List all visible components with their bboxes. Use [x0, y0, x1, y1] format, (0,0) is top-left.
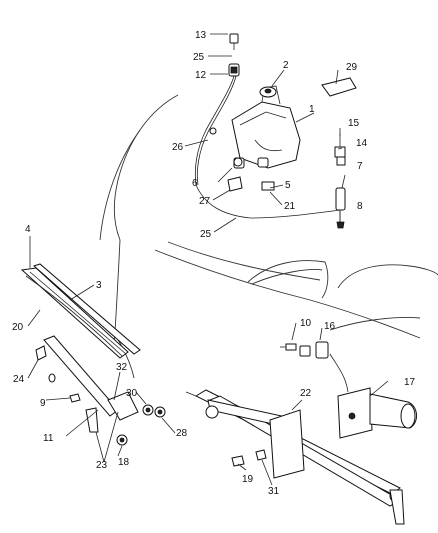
wiper-blade-insert	[33, 263, 141, 355]
washer-hose	[194, 75, 341, 219]
callout-27: 27	[199, 196, 211, 207]
callout-21: 21	[284, 201, 296, 212]
callout-30: 30	[126, 388, 138, 399]
callout-2: 2	[283, 60, 289, 71]
wiper-blade	[20, 267, 129, 359]
callout-31: 31	[268, 486, 280, 497]
vehicle-body-outline	[99, 94, 438, 379]
callout-22: 22	[300, 388, 312, 399]
callout-3: 3	[96, 280, 102, 291]
motor-wiring-connector	[299, 341, 349, 393]
wiper-linkage	[185, 389, 405, 525]
callout-labels: 13 25 12 2 29 1 15 26 14 7 6 5 27 21 8 2…	[12, 30, 416, 497]
callout-26: 26	[172, 142, 184, 153]
callout-8: 8	[357, 201, 363, 212]
callout-19: 19	[242, 474, 254, 485]
callout-9: 9	[40, 398, 46, 409]
wiper-arm	[35, 335, 139, 433]
callout-6: 6	[192, 178, 198, 189]
callout-15: 15	[348, 118, 360, 129]
wiper-motor	[337, 387, 417, 439]
reservoir-bracket	[227, 176, 275, 192]
callout-7: 7	[357, 161, 363, 172]
callout-14: 14	[356, 138, 368, 149]
callout-20: 20	[12, 322, 24, 333]
wiper-nuts	[48, 373, 166, 446]
reservoir-cap	[259, 86, 277, 98]
callout-13: 13	[195, 30, 207, 41]
callout-16: 16	[324, 321, 336, 332]
cowl-wiper-part	[321, 77, 357, 97]
callout-17: 17	[404, 377, 416, 388]
callout-23: 23	[96, 460, 108, 471]
callout-24: 24	[13, 374, 25, 385]
callout-11: 11	[43, 433, 54, 444]
callout-4: 4	[25, 224, 31, 235]
callout-28: 28	[176, 428, 188, 439]
washer-reservoir	[231, 85, 301, 169]
callout-32: 32	[116, 362, 128, 373]
callout-29: 29	[346, 62, 358, 73]
callout-25-bottom: 25	[200, 229, 212, 240]
washer-nozzle	[335, 187, 346, 229]
callout-10: 10	[300, 318, 312, 329]
hose-clip	[209, 127, 243, 167]
grommet	[228, 33, 240, 77]
callout-12: 12	[195, 70, 207, 81]
relay	[334, 133, 346, 166]
callout-1: 1	[309, 104, 315, 115]
callout-5: 5	[285, 180, 291, 191]
callout-18: 18	[118, 457, 130, 468]
leader-lines	[27, 33, 389, 486]
callout-25-top: 25	[193, 52, 205, 63]
mounting-bolts	[231, 343, 297, 467]
